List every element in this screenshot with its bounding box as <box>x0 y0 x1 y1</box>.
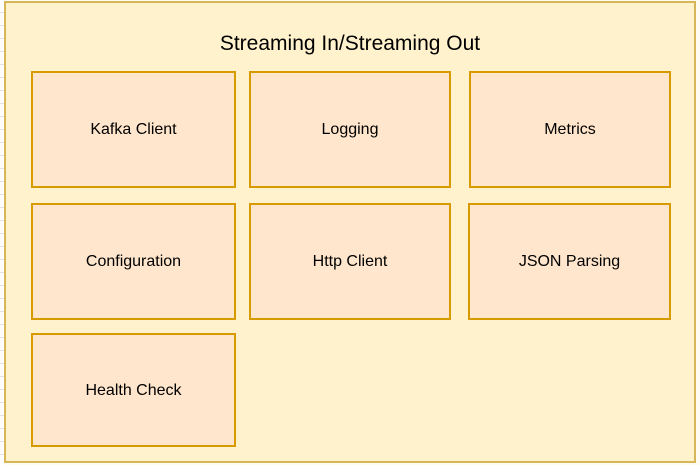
node-json-parsing: JSON Parsing <box>468 203 671 320</box>
node-label: Configuration <box>85 253 182 270</box>
node-configuration: Configuration <box>31 203 236 320</box>
canvas-grid-strip <box>0 0 4 465</box>
node-label: Http Client <box>312 253 388 270</box>
node-label: Metrics <box>544 121 596 138</box>
node-logging: Logging <box>249 71 451 188</box>
diagram-title: Streaming In/Streaming Out <box>219 32 481 55</box>
node-metrics: Metrics <box>469 71 671 188</box>
node-label: Logging <box>321 121 379 138</box>
node-kafka-client: Kafka Client <box>31 71 236 188</box>
node-label: JSON Parsing <box>518 253 621 270</box>
node-health-check: Health Check <box>31 333 236 447</box>
node-label: Kafka Client <box>90 121 177 138</box>
node-label: Health Check <box>85 381 182 399</box>
node-http-client: Http Client <box>249 203 451 320</box>
